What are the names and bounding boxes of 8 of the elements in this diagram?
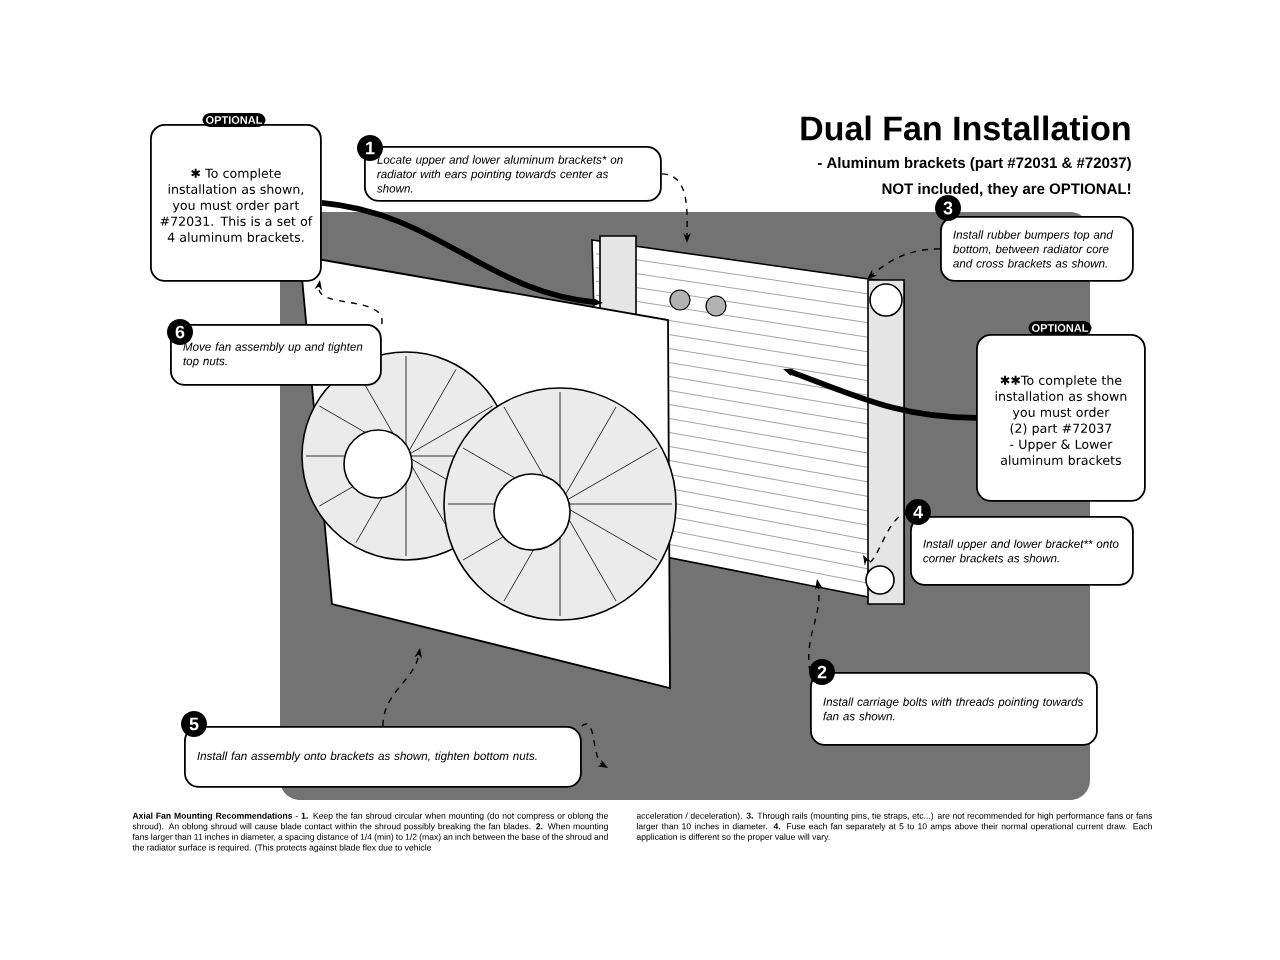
step-number: 6	[167, 319, 193, 345]
arrow	[867, 248, 941, 279]
step-number: 4	[905, 499, 931, 525]
step-number: 2	[809, 659, 835, 685]
step-number: 5	[181, 711, 207, 737]
arrow	[863, 513, 911, 566]
step-number: 3	[935, 195, 961, 221]
title: Dual Fan Installation	[801, 115, 1130, 141]
